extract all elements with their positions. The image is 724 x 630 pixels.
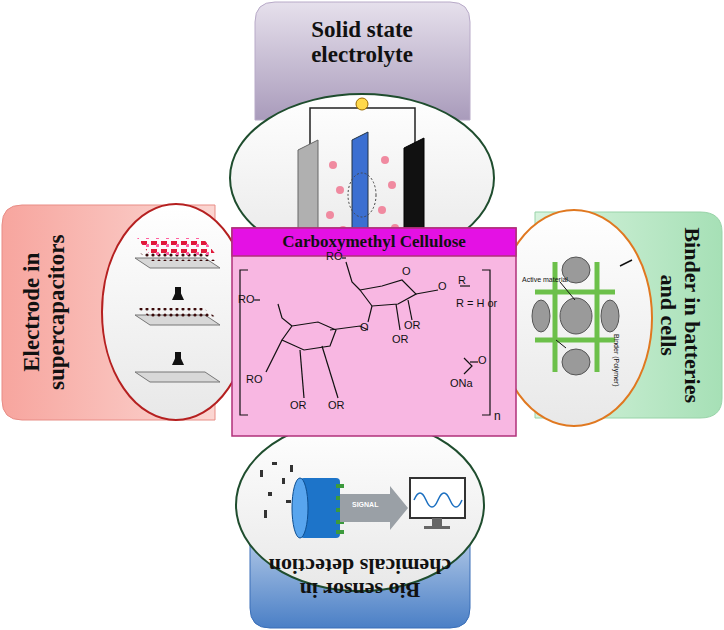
chem-label: RO [246, 374, 263, 385]
chem-label: O [478, 355, 487, 366]
tab-label: Electrode in supercapacitors [19, 212, 70, 412]
chem-label: O [438, 281, 447, 292]
chem-label: R = H or [456, 298, 497, 309]
center-title-box: Carboxymethyl Cellulose [234, 233, 514, 252]
chem-label: n [494, 410, 501, 422]
tab-label: Binder in batteries and cells [656, 215, 704, 415]
application-tab: Binder in batteries and cells [656, 215, 704, 415]
chem-label: OR [392, 334, 409, 345]
application-tab: Electrode in supercapacitors [19, 212, 70, 412]
box-title: Carboxymethyl Cellulose [282, 233, 466, 252]
illustration-label: SIGNAL [352, 501, 378, 508]
chem-label: ONa [450, 378, 473, 389]
tab-label: Solid state electrolyte [262, 17, 462, 68]
application-tab: Solid state electrolyte [262, 17, 462, 68]
illustration-label: Active material [522, 276, 568, 283]
chem-label: RO [238, 294, 255, 305]
chem-label: OR [290, 400, 307, 411]
chem-label: O [402, 266, 411, 277]
chem-label: RO [326, 251, 343, 262]
chem-label: OR [404, 320, 421, 331]
chem-label: O [360, 322, 369, 333]
tab-label: Bio sensor in chemicals detection [255, 554, 465, 602]
chem-label: OR [328, 400, 345, 411]
application-tab: Bio sensor in chemicals detection [255, 554, 465, 602]
illustration-label: Binder (Polymer) [613, 334, 620, 387]
chem-label: R [458, 275, 466, 286]
